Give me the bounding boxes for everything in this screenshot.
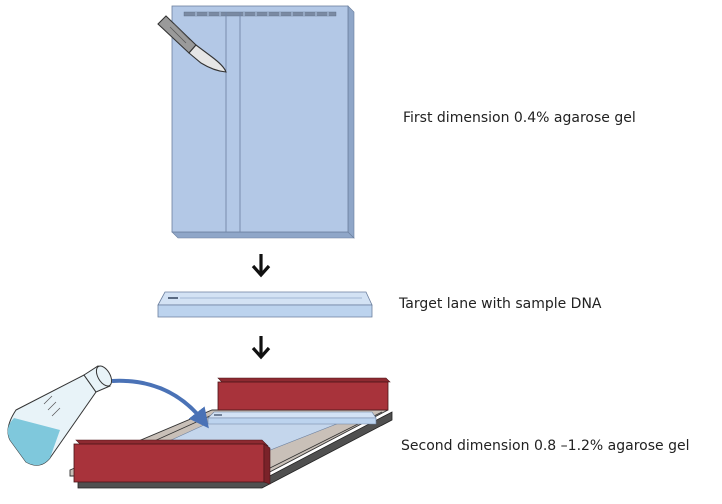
placed-target-lane: [207, 411, 377, 425]
down-arrow-icon: [251, 336, 271, 360]
front-electrode-block: [73, 439, 271, 485]
back-electrode-block: [217, 377, 391, 411]
target-lane-label: Target lane with sample DNA: [399, 296, 602, 312]
sample-wells: [183, 11, 337, 17]
target-lane-strip: [157, 291, 373, 318]
first-dimension-gel: [171, 5, 355, 239]
down-arrow-icon: [251, 254, 271, 278]
flask-icon: [7, 365, 113, 466]
second-dimension-label: Second dimension 0.8 –1.2% agarose gel: [401, 438, 690, 454]
first-dimension-label: First dimension 0.4% agarose gel: [403, 110, 636, 126]
curved-arrow-icon: [111, 378, 209, 429]
scalpel-icon: [157, 15, 227, 73]
